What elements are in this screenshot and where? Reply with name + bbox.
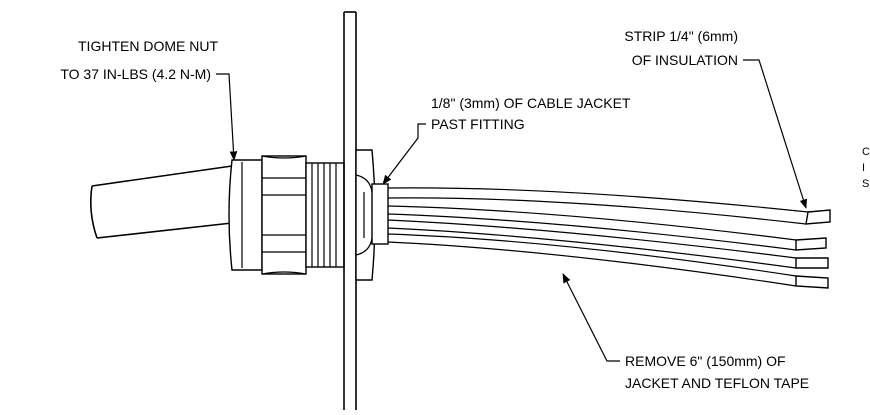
wire-3 (387, 219, 829, 269)
dome-nut-label-line1: TIGHTEN DOME NUT (78, 38, 218, 54)
jacket-stub (371, 183, 389, 245)
cropped-fragment-3: S (862, 178, 869, 190)
remove-label-line2: JACKET AND TEFLON TAPE (625, 375, 809, 391)
leader-dome-nut (216, 73, 238, 161)
gland-hex-body (261, 155, 307, 275)
wire-1 (387, 187, 831, 225)
dome-nut (228, 159, 263, 271)
cropped-fragment-2: I (862, 162, 865, 174)
wire-4 (387, 233, 829, 289)
leader-remove (562, 273, 620, 362)
remove-label-line1: REMOVE 6" (150mm) OF (625, 353, 786, 369)
dome-nut-label-line2: TO 37 IN-LBS (4.2 N-M) (60, 66, 211, 82)
jacket-past-label-line2: PAST FITTING (431, 116, 525, 132)
jacket-past-label-line1: 1/8" (3mm) OF CABLE JACKET (431, 95, 631, 111)
enclosure-wall (343, 11, 357, 410)
cropped-fragment-1: C (862, 146, 870, 158)
leader-jacket-past (382, 123, 426, 185)
leader-strip (743, 59, 808, 209)
strip-label-line1: STRIP 1/4" (6mm) (624, 28, 738, 44)
strip-label-line2: OF INSULATION (632, 52, 738, 68)
cable-jacket-left (90, 165, 233, 239)
wire-2 (387, 205, 827, 251)
gland-thread (305, 162, 345, 268)
